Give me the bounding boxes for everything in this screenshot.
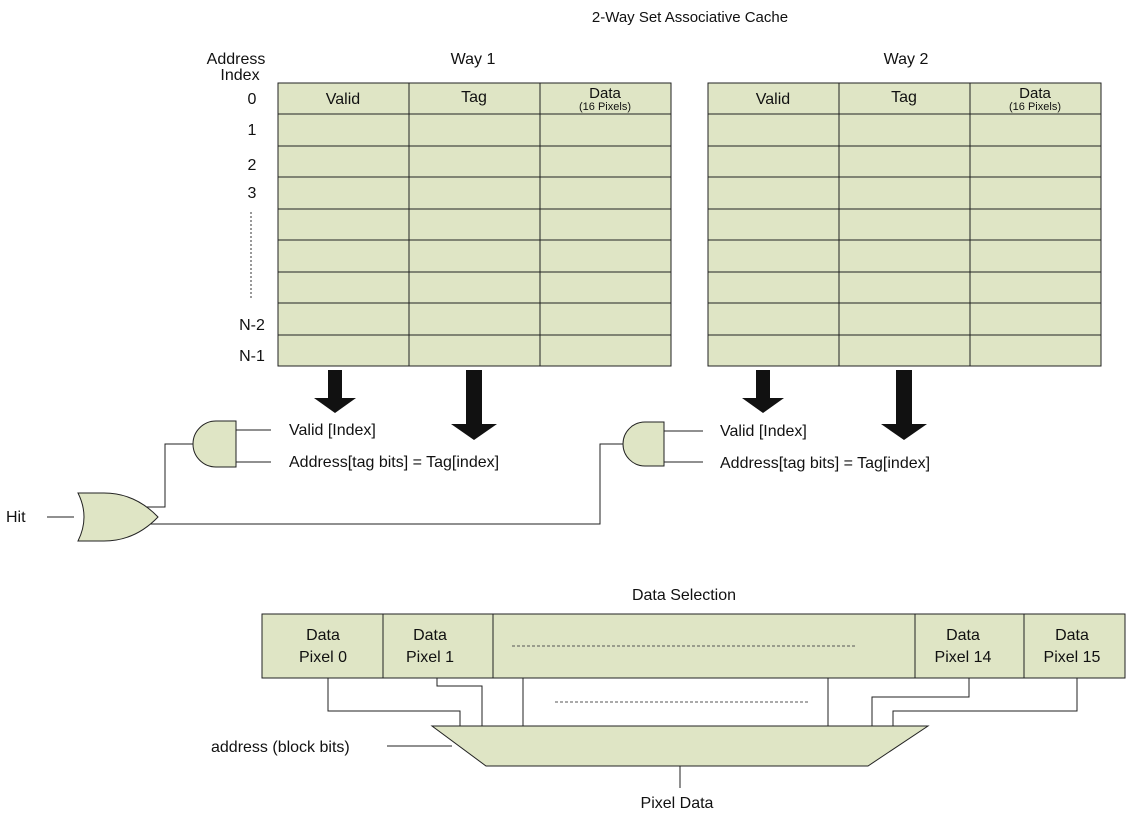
way-2-label: Way 2 bbox=[884, 51, 929, 68]
mux-input-wires bbox=[327, 678, 1078, 726]
way-1-data-header: Data bbox=[589, 85, 621, 102]
way-2-valid-header: Valid bbox=[756, 91, 790, 108]
pixel-cell-label: Pixel 0 bbox=[299, 649, 347, 666]
way-2-valid-arrow bbox=[742, 370, 784, 413]
way-2-tag-header: Tag bbox=[891, 89, 917, 106]
way-2-tag-compare: Address[tag bits] = Tag[index] bbox=[720, 455, 930, 472]
way-1-table: Valid Tag Data (16 Pixels) bbox=[277, 82, 672, 367]
index-label: N-2 bbox=[239, 317, 265, 334]
pixel-cell-label: Data bbox=[413, 627, 447, 644]
pixel-cell-label: Pixel 15 bbox=[1044, 649, 1101, 666]
index-label: 3 bbox=[248, 185, 257, 202]
way-1-and-gate bbox=[140, 420, 271, 508]
pixel-cell-label: Pixel 1 bbox=[406, 649, 454, 666]
way-2-table: Valid Tag Data (16 Pixels) bbox=[707, 82, 1102, 367]
way-1-tag-arrow bbox=[451, 370, 497, 440]
way-1-tag-header: Tag bbox=[461, 89, 487, 106]
way-1-data-subheader: (16 Pixels) bbox=[579, 101, 631, 113]
index-header-line1: Address bbox=[207, 51, 266, 68]
way-2-data-subheader: (16 Pixels) bbox=[1009, 101, 1061, 113]
way-1-label: Way 1 bbox=[451, 51, 496, 68]
pixel-mux bbox=[430, 725, 930, 767]
way-2-valid-signal: Valid [Index] bbox=[720, 423, 807, 440]
way-2-and-gate bbox=[149, 421, 703, 525]
hit-or-gate bbox=[47, 492, 159, 542]
index-header-line2: Index bbox=[220, 67, 259, 84]
way-1-tag-compare: Address[tag bits] = Tag[index] bbox=[289, 454, 499, 471]
index-label: 0 bbox=[248, 91, 257, 108]
pixel-cell-label: Data bbox=[946, 627, 980, 644]
way-1-valid-signal: Valid [Index] bbox=[289, 422, 376, 439]
pixel-cell-label: Pixel 14 bbox=[935, 649, 992, 666]
hit-label: Hit bbox=[6, 509, 26, 526]
index-label: 1 bbox=[248, 122, 257, 139]
way-2-data-header: Data bbox=[1019, 85, 1051, 102]
way-1-valid-header: Valid bbox=[326, 91, 360, 108]
pixel-data-label: Pixel Data bbox=[641, 795, 714, 812]
data-pixel-row bbox=[261, 613, 1126, 679]
pixel-cell-label: Data bbox=[1055, 627, 1089, 644]
way-1-valid-arrow bbox=[314, 370, 356, 413]
index-label: N-1 bbox=[239, 348, 265, 365]
pixel-cell-label: Data bbox=[306, 627, 340, 644]
index-label: 2 bbox=[248, 157, 257, 174]
way-2-tag-arrow bbox=[881, 370, 927, 440]
diagram-title: 2-Way Set Associative Cache bbox=[592, 9, 788, 26]
block-bits-label: address (block bits) bbox=[211, 739, 350, 756]
data-selection-title: Data Selection bbox=[632, 587, 736, 604]
